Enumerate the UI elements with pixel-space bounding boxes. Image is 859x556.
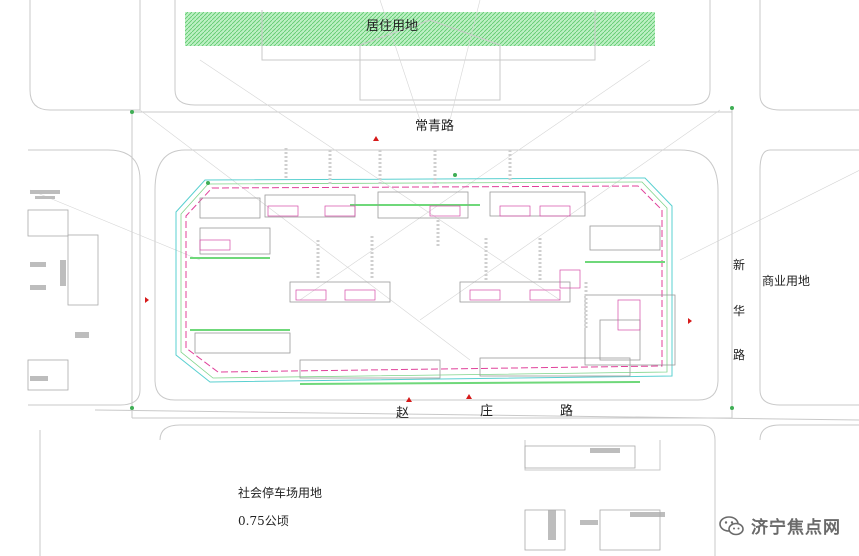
label-north-road: 常青路 (415, 119, 455, 134)
residential-hatch (185, 12, 655, 46)
label-east-road-char-1: 新 (732, 258, 745, 272)
label-parking-area: 0.75公顷 (238, 514, 289, 528)
watermark-text: 济宁焦点网 (751, 518, 841, 538)
label-south-road-char-1: 赵 (396, 406, 410, 421)
label-commercial-land: 商业用地 (762, 274, 811, 288)
label-south-road-char-2: 庄 (480, 404, 494, 419)
label-east-road-char-2: 华 (732, 304, 745, 318)
label-parking-land: 社会停车场用地 (238, 486, 323, 500)
label-south-road-char-3: 路 (560, 404, 574, 419)
wechat-icon (719, 515, 744, 535)
boundary-green (180, 181, 668, 379)
watermark: 济宁焦点网 (719, 513, 841, 538)
label-residential-land: 居住用地 (366, 19, 419, 34)
boundary-magenta (185, 185, 663, 373)
boundary-cyan (175, 177, 673, 383)
label-east-road-char-3: 路 (732, 348, 745, 362)
